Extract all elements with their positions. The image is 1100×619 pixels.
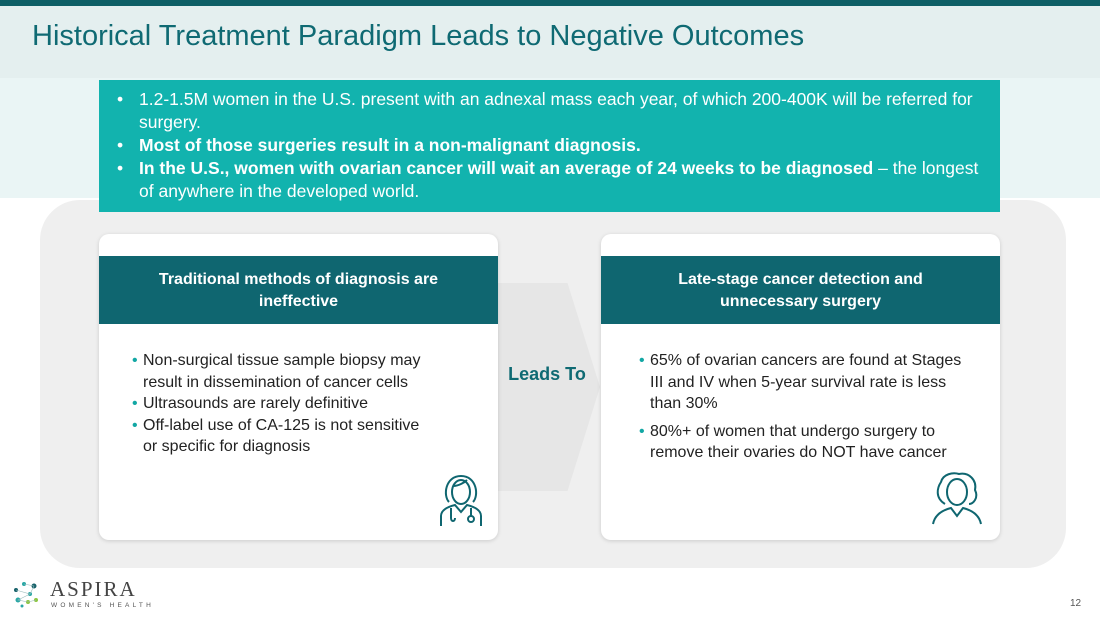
key-facts-box: 1.2-1.5M women in the U.S. present with …: [99, 80, 1000, 212]
right-card-header: Late-stage cancer detection and unnecess…: [601, 256, 1000, 324]
left-item: Non-surgical tissue sample biopsy may re…: [132, 350, 433, 393]
page-title: Historical Treatment Paradigm Leads to N…: [32, 20, 805, 52]
doctor-icon: [440, 474, 482, 526]
fact-3-rest-text: – the longest of anywhere in the develop…: [139, 158, 979, 201]
fact-2: Most of those surgeries result in a non-…: [117, 134, 986, 157]
fact-3: In the U.S., women with ovarian cancer w…: [117, 157, 986, 203]
right-item: 80%+ of women that undergo surgery to re…: [639, 421, 970, 464]
fact-1: 1.2-1.5M women in the U.S. present with …: [117, 88, 986, 134]
left-item: Ultrasounds are rarely definitive: [132, 393, 433, 415]
right-card: Late-stage cancer detection and unnecess…: [601, 234, 1000, 540]
aspira-logo: ASPIRA WOMEN'S HEALTH: [10, 577, 160, 617]
left-item: Off-label use of CA-125 is not sensitive…: [132, 415, 433, 458]
logo-name: ASPIRA: [50, 578, 137, 601]
right-item: 65% of ovarian cancers are found at Stag…: [639, 350, 970, 415]
page-number: 12: [1070, 598, 1082, 609]
fact-2-text: Most of those surgeries result in a non-…: [139, 135, 641, 155]
woman-icon: [932, 472, 982, 525]
left-card-list: Non-surgical tissue sample biopsy may re…: [132, 350, 433, 458]
logo-subtitle: WOMEN'S HEALTH: [51, 602, 154, 609]
title-band: [0, 6, 1100, 78]
right-card-list: 65% of ovarian cancers are found at Stag…: [639, 350, 970, 464]
left-card: Traditional methods of diagnosis are ine…: [99, 234, 498, 540]
leads-to-label: Leads To: [508, 364, 586, 384]
fact-3-bold-text: In the U.S., women with ovarian cancer w…: [139, 158, 874, 178]
aspira-logo-mark: ASPIRA WOMEN'S HEALTH: [14, 577, 154, 609]
left-card-header: Traditional methods of diagnosis are ine…: [99, 256, 498, 324]
top-bar: [0, 0, 1100, 6]
